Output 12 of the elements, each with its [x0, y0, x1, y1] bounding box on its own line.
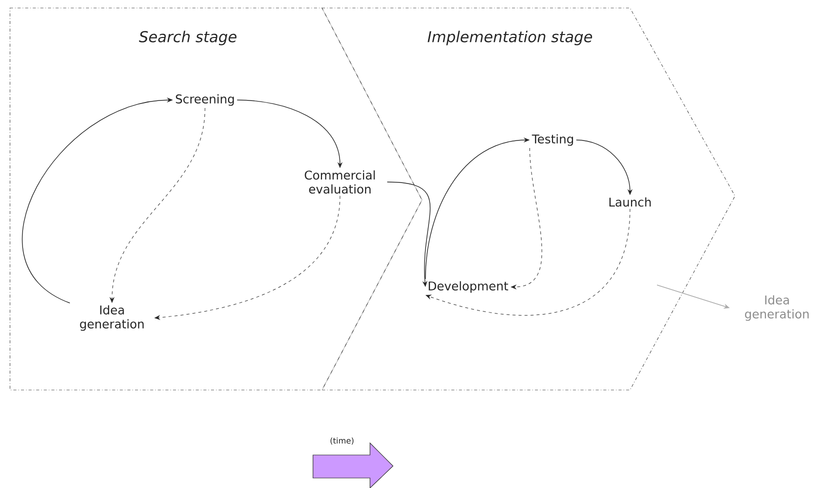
- stage-label: Commercial evaluation: [304, 170, 375, 194]
- arrow: [511, 148, 542, 290]
- arrow: [426, 208, 630, 316]
- time-label: (time): [330, 437, 354, 445]
- arrow: [154, 196, 340, 320]
- stage-label: Launch: [609, 197, 651, 207]
- stage-label: Screening: [176, 94, 234, 106]
- stage-label: Development: [428, 281, 508, 293]
- arrow: [110, 108, 206, 303]
- stage-label: Idea generation: [80, 305, 144, 331]
- stage-label: Testing: [532, 134, 574, 146]
- stage-label: Idea generation: [745, 295, 809, 321]
